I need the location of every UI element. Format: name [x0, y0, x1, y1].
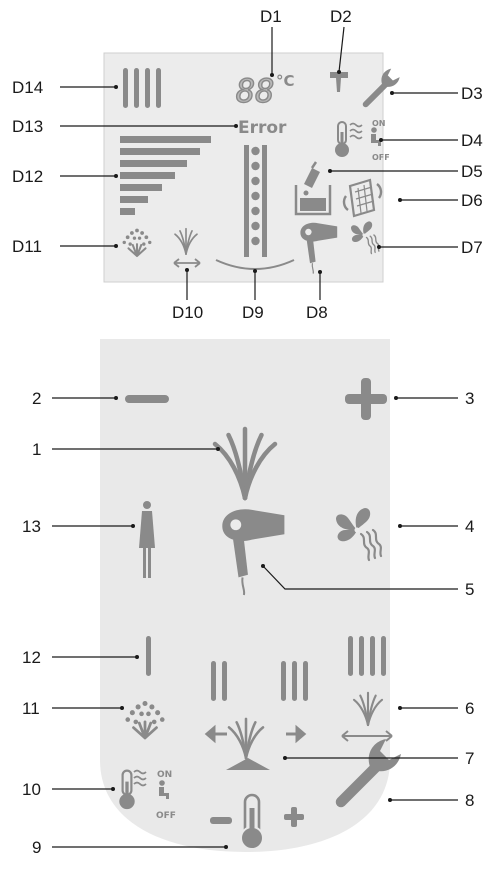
seat-on-label: ON — [372, 119, 386, 128]
seat-heating-button[interactable] — [118, 769, 169, 811]
seat-off-label: OFF — [372, 153, 390, 162]
remote-seat-on-label: ON — [157, 770, 172, 780]
callout-11: 11 — [22, 699, 40, 718]
callout-6: 6 — [465, 699, 474, 718]
nozzle-symbol-icon — [330, 72, 348, 92]
callout-d1: D1 — [260, 7, 282, 26]
nozzle-position-button[interactable] — [204, 717, 307, 770]
callout-12: 12 — [22, 648, 41, 667]
callout-d3: D3 — [461, 84, 483, 103]
callout-d2: D2 — [330, 7, 352, 26]
callout-d7: D7 — [461, 238, 483, 257]
remote-panel-background — [100, 339, 390, 852]
plus-button[interactable] — [345, 378, 387, 420]
temperature-button[interactable] — [210, 793, 304, 850]
level-1-button[interactable] — [146, 636, 151, 676]
error-text: Error — [238, 118, 287, 138]
callout-9: 9 — [32, 838, 41, 857]
seat-heating-icon — [334, 121, 381, 158]
callout-d5: D5 — [461, 162, 483, 181]
callout-3: 3 — [465, 389, 474, 408]
callout-13: 13 — [22, 517, 41, 536]
level-3-button[interactable] — [281, 661, 308, 701]
callout-1: 1 — [32, 440, 41, 459]
callout-d11: D11 — [12, 237, 42, 256]
lady-wash-button[interactable] — [139, 501, 155, 578]
temperature-unit: °C — [276, 72, 295, 90]
callout-10: 10 — [22, 780, 41, 799]
callout-2: 2 — [32, 389, 41, 408]
oscillating-wash-button[interactable] — [341, 691, 393, 742]
callout-d8: D8 — [306, 303, 328, 322]
intensity-level-bars — [120, 136, 211, 215]
callout-d4: D4 — [461, 131, 483, 150]
remote-seat-off-label: OFF — [156, 811, 176, 821]
level-4-button[interactable] — [348, 636, 386, 676]
remote-callouts: 2 3 1 13 4 5 12 11 6 7 10 8 9 — [22, 389, 474, 857]
callout-d14: D14 — [12, 78, 43, 97]
display-panel: 88 °C Error — [103, 52, 400, 283]
level-bars-icon — [123, 68, 161, 108]
callout-d9: D9 — [242, 303, 264, 322]
level-2-button[interactable] — [211, 661, 227, 701]
callout-d6: D6 — [461, 191, 483, 210]
callout-d12: D12 — [12, 167, 43, 186]
callout-d13: D13 — [12, 117, 43, 136]
callout-7: 7 — [465, 749, 474, 768]
minus-button[interactable] — [125, 395, 169, 403]
callout-8: 8 — [465, 791, 474, 810]
filter-change-icon — [342, 178, 383, 218]
temperature-digits: 88 — [236, 72, 275, 110]
callout-5: 5 — [465, 580, 474, 599]
oscillating-wash-icon — [173, 227, 201, 268]
callout-4: 4 — [465, 517, 474, 536]
remote-panel: ON OFF — [100, 339, 401, 852]
display-callouts: D1 D2 D3 D4 D5 D6 D7 D8 D9 D10 D11 D12 D… — [12, 7, 483, 322]
callout-d10: D10 — [172, 303, 203, 322]
descaling-icon — [294, 161, 332, 216]
